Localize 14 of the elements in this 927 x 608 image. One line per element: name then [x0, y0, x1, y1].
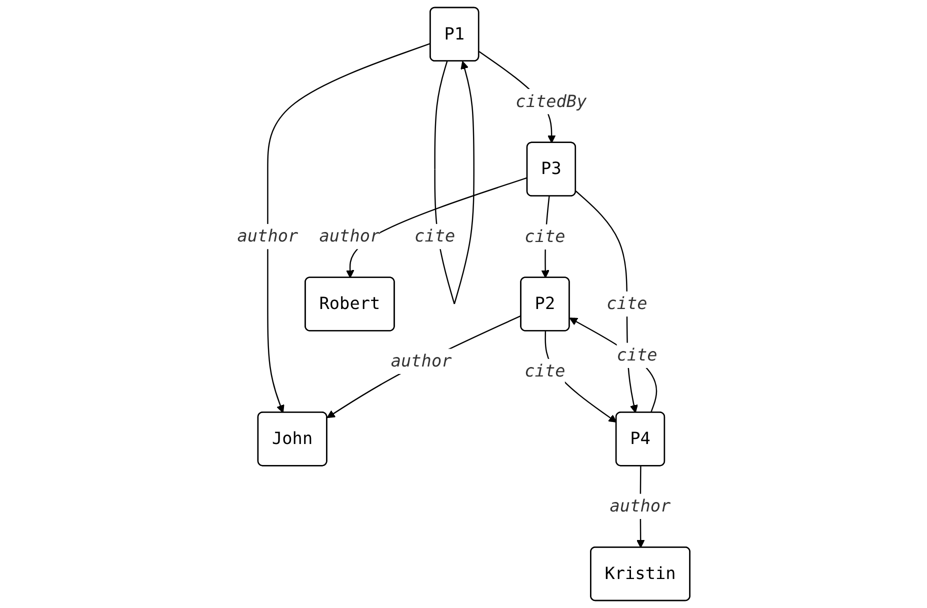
arrow [267, 42, 431, 414]
edge-label: author [390, 352, 452, 372]
edge-label: cite [606, 294, 648, 314]
edge-label: author [610, 496, 671, 516]
arrow [346, 177, 528, 278]
edge-label: cite [524, 227, 566, 247]
edge-label: cite [524, 362, 566, 382]
arrow [326, 315, 522, 418]
edge-label: author [237, 226, 298, 246]
edge-label: author [319, 226, 380, 246]
arrow [569, 318, 658, 413]
edge-label: cite [616, 346, 658, 366]
edge-label: citedBy [516, 92, 587, 112]
edge-label: cite [414, 226, 456, 246]
